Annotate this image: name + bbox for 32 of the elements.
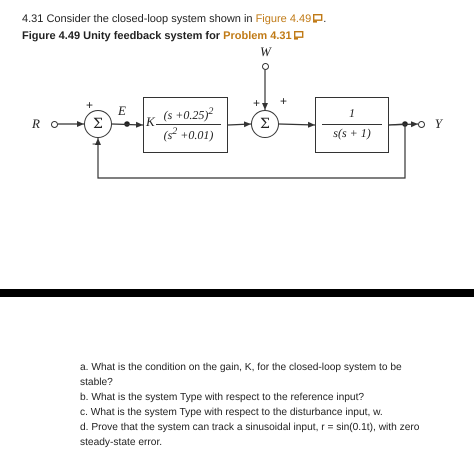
sign-label: + (86, 98, 94, 112)
problem-link: Problem 4.31 (223, 30, 292, 42)
summing-junction: Σ (251, 110, 279, 138)
edge-label: E (118, 103, 126, 119)
gain-label: K (146, 114, 155, 130)
terminal-label: W (260, 44, 271, 60)
denominator-text: s(s + 1) (332, 126, 372, 141)
summing-junction: Σ (84, 110, 112, 138)
signal-arrow (112, 122, 144, 128)
denominator-text: (s$^{2}$ +0.01) (162, 126, 214, 143)
numerator-text: 1 (348, 106, 356, 121)
signal-arrow (262, 70, 268, 110)
transfer-function-block (315, 97, 389, 153)
question-text: a. What is the condition on the gain, K, for the closed-loop system to be stable? (80, 361, 403, 390)
figure-caption: Figure 4.49 Unity feedback system for (22, 30, 222, 42)
signal-arrow (278, 122, 316, 128)
numerator-text: (s +0.25)$^{2}$ (162, 106, 214, 123)
signal-arrow (228, 121, 252, 128)
terminal-label: R (32, 116, 40, 132)
signal-arrow (58, 121, 84, 127)
terminal-label: Y (434, 116, 442, 132)
heading-text: 4.31 Consider the closed-loop system shown in (22, 13, 254, 25)
sign-label: + (280, 94, 288, 108)
sign-label: − (92, 137, 100, 151)
period-text: . (323, 13, 326, 25)
question-text: b. What is the system Type with respect to the reference input? (80, 391, 366, 405)
figure-link: Figure 4.49 (256, 13, 312, 25)
question-text: d. Prove that the system can track a sinusoidal input, r = sin(0.1t), with zero steady-state error. (80, 421, 420, 450)
signal-arrow (95, 123, 406, 179)
sign-label: + (253, 96, 260, 110)
question-text: c. What is the system Type with respect to the disturbance input, w. (80, 406, 384, 420)
transfer-function-block (143, 97, 228, 153)
